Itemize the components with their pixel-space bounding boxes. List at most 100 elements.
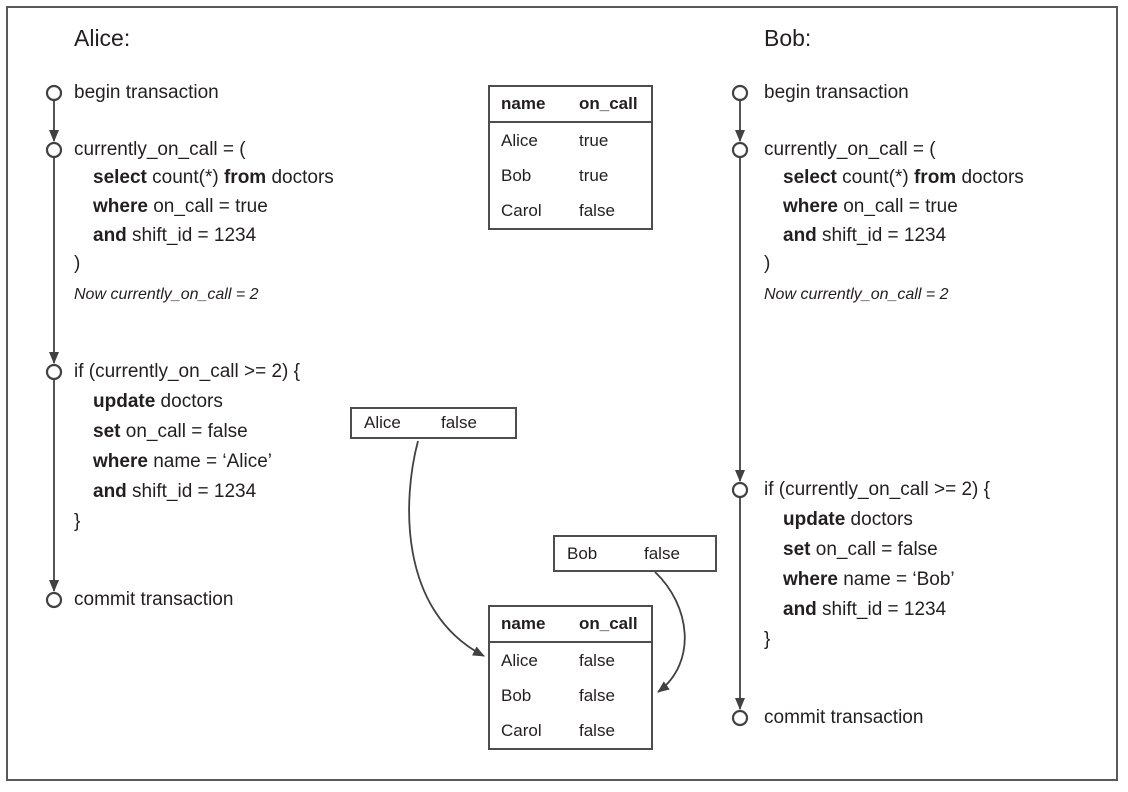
cell-name: Bob bbox=[501, 165, 532, 185]
sql-text: doctors bbox=[266, 167, 334, 188]
bob-commit-node-icon bbox=[731, 709, 749, 727]
alice-sql-set: set on_call = false bbox=[93, 420, 248, 444]
col-header-on-call: on_call bbox=[579, 614, 638, 633]
alice-assign-open: currently_on_call = ( bbox=[74, 139, 246, 160]
bob-write-arrow-icon bbox=[654, 571, 686, 693]
table-row: Bob true bbox=[490, 158, 651, 193]
alice-begin-node-icon bbox=[45, 84, 63, 102]
cell-on-call: false bbox=[579, 200, 615, 220]
sql-keyword: update bbox=[93, 391, 156, 412]
table-header: name on_call bbox=[490, 87, 651, 123]
alice-commit-node-icon bbox=[45, 591, 63, 609]
sql-text: on_call = true bbox=[147, 196, 268, 217]
alice-note: Now currently_on_call = 2 bbox=[74, 286, 259, 303]
bob-sql-and: and shift_id = 1234 bbox=[783, 224, 946, 248]
sql-keyword: and bbox=[783, 599, 817, 620]
sql-text: shift_id = 1234 bbox=[126, 225, 257, 246]
table-row: Bob false bbox=[490, 678, 651, 713]
bob-write-box: Bob false bbox=[553, 535, 717, 572]
sql-text: on_call = false bbox=[810, 539, 938, 560]
sql-keyword: where bbox=[93, 451, 148, 472]
bob-begin-node-icon bbox=[731, 84, 749, 102]
sql-keyword: and bbox=[93, 225, 127, 246]
bob-assign-open: currently_on_call = ( bbox=[764, 139, 936, 160]
cell-on-call: true bbox=[579, 130, 609, 150]
alice-commit-transaction: commit transaction bbox=[74, 589, 234, 610]
write-value: false bbox=[644, 543, 680, 563]
bob-assign-close: ) bbox=[764, 253, 771, 274]
sql-text: on_call = false bbox=[120, 421, 248, 442]
cell-on-call: true bbox=[579, 165, 609, 185]
sql-text: name = ‘Alice’ bbox=[147, 451, 273, 472]
cell-name: Carol bbox=[501, 720, 542, 740]
sql-text: doctors bbox=[155, 391, 223, 412]
alice-title: Alice: bbox=[74, 25, 131, 51]
alice-write-box: Alice false bbox=[350, 407, 517, 439]
alice-if-close: } bbox=[74, 511, 81, 532]
sql-text: doctors bbox=[956, 167, 1024, 188]
bob-sql-where2: where name = ‘Bob’ bbox=[783, 568, 955, 592]
sql-keyword: where bbox=[783, 196, 838, 217]
alice-begin-transaction: begin transaction bbox=[74, 82, 219, 103]
bob-begin-transaction: begin transaction bbox=[764, 82, 909, 103]
bob-if-open: if (currently_on_call >= 2) { bbox=[764, 479, 991, 500]
sql-text: shift_id = 1234 bbox=[816, 599, 947, 620]
cell-name: Carol bbox=[501, 200, 542, 220]
cell-name: Alice bbox=[501, 130, 538, 150]
table-row: Alice false bbox=[490, 643, 651, 678]
bob-sql-set: set on_call = false bbox=[783, 538, 938, 562]
write-name: Bob bbox=[567, 543, 598, 563]
sql-keyword: where bbox=[783, 569, 838, 590]
sql-text: on_call = true bbox=[837, 196, 958, 217]
col-header-name: name bbox=[501, 614, 546, 633]
bob-note: Now currently_on_call = 2 bbox=[764, 286, 949, 303]
cell-on-call: false bbox=[579, 650, 615, 670]
cell-name: Bob bbox=[501, 685, 532, 705]
col-header-on-call: on_call bbox=[579, 94, 638, 113]
bob-commit-transaction: commit transaction bbox=[764, 707, 924, 728]
bob-update-node-icon bbox=[731, 481, 749, 499]
sql-keyword: select bbox=[93, 167, 147, 188]
sql-text: count(*) bbox=[146, 167, 224, 188]
table-row: Carol false bbox=[490, 713, 651, 748]
col-header-name: name bbox=[501, 94, 546, 113]
alice-sql-where2: where name = ‘Alice’ bbox=[93, 450, 272, 474]
bob-title: Bob: bbox=[764, 25, 812, 51]
sql-keyword: set bbox=[93, 421, 121, 442]
alice-update-node-icon bbox=[45, 363, 63, 381]
sql-keyword: set bbox=[783, 539, 811, 560]
bob-sql-update: update doctors bbox=[783, 508, 913, 532]
bob-sql-select: select count(*) from doctors bbox=[783, 166, 1024, 190]
write-value: false bbox=[441, 413, 477, 432]
sql-text: doctors bbox=[845, 509, 913, 530]
sql-keyword: from bbox=[223, 167, 267, 188]
table-row: Alice true bbox=[490, 123, 651, 158]
sql-keyword: and bbox=[783, 225, 817, 246]
sql-keyword: and bbox=[93, 481, 127, 502]
bob-select-node-icon bbox=[731, 141, 749, 159]
alice-sql-select: select count(*) from doctors bbox=[93, 166, 334, 190]
doctors-table-initial: name on_call Alice true Bob true Carol f… bbox=[488, 85, 653, 230]
alice-if-open: if (currently_on_call >= 2) { bbox=[74, 361, 301, 382]
sql-keyword: from bbox=[913, 167, 957, 188]
sql-keyword: select bbox=[783, 167, 837, 188]
table-header: name on_call bbox=[490, 607, 651, 643]
alice-sql-and2: and shift_id = 1234 bbox=[93, 480, 256, 504]
alice-assign-close: ) bbox=[74, 253, 81, 274]
sql-text: name = ‘Bob’ bbox=[837, 569, 955, 590]
write-name: Alice bbox=[364, 413, 401, 432]
sql-text: shift_id = 1234 bbox=[126, 481, 257, 502]
bob-sql-where: where on_call = true bbox=[783, 195, 958, 219]
diagram-border bbox=[6, 6, 1118, 781]
alice-sql-update: update doctors bbox=[93, 390, 223, 414]
cell-on-call: false bbox=[579, 685, 615, 705]
bob-if-close: } bbox=[764, 629, 771, 650]
alice-write-arrow-icon bbox=[408, 440, 485, 657]
sql-text: shift_id = 1234 bbox=[816, 225, 947, 246]
sql-keyword: update bbox=[783, 509, 846, 530]
alice-select-node-icon bbox=[45, 141, 63, 159]
alice-sql-and: and shift_id = 1234 bbox=[93, 224, 256, 248]
alice-sql-where: where on_call = true bbox=[93, 195, 268, 219]
